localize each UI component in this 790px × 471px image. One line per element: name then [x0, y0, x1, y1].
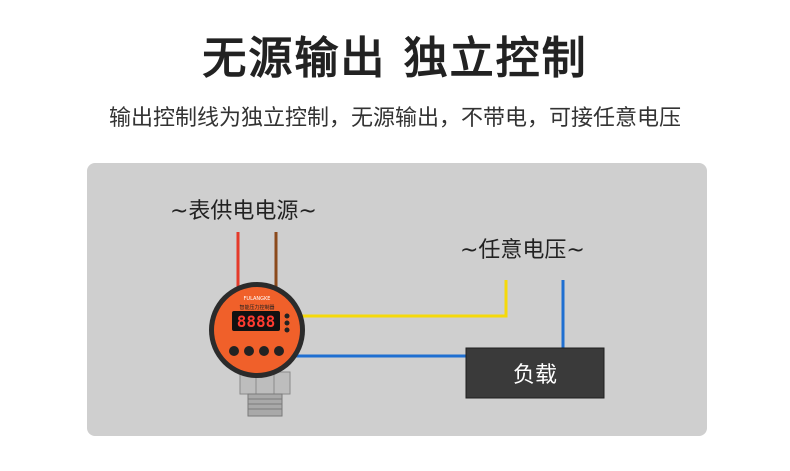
yellow-output-wire	[296, 280, 508, 318]
meter-power-label: ~表供电电源~	[170, 199, 317, 224]
device-button-4	[274, 346, 284, 356]
device-name: 智能压力控制器	[239, 304, 274, 311]
device-button-2	[244, 346, 254, 356]
page-title: 无源输出 独立控制	[202, 33, 588, 84]
device-thread	[247, 393, 283, 417]
device-display	[232, 311, 280, 331]
any-voltage-label: ~任意电压~	[460, 238, 585, 263]
device-led-1	[284, 313, 290, 319]
device-display-digits: 8888	[237, 312, 276, 331]
load-label: 负载	[513, 363, 557, 388]
load-box	[465, 347, 605, 399]
device-led-2	[284, 320, 290, 326]
device-button-1	[229, 346, 239, 356]
pressure-switch-device: FULANGKE 智能压力控制器 8888	[209, 282, 305, 417]
device-led-3	[284, 327, 290, 333]
device-brand: FULANGKE	[244, 296, 271, 302]
page-description: 输出控制线为独立控制，无源输出，不带电，可接任意电压	[108, 106, 681, 131]
device-button-3	[259, 346, 269, 356]
